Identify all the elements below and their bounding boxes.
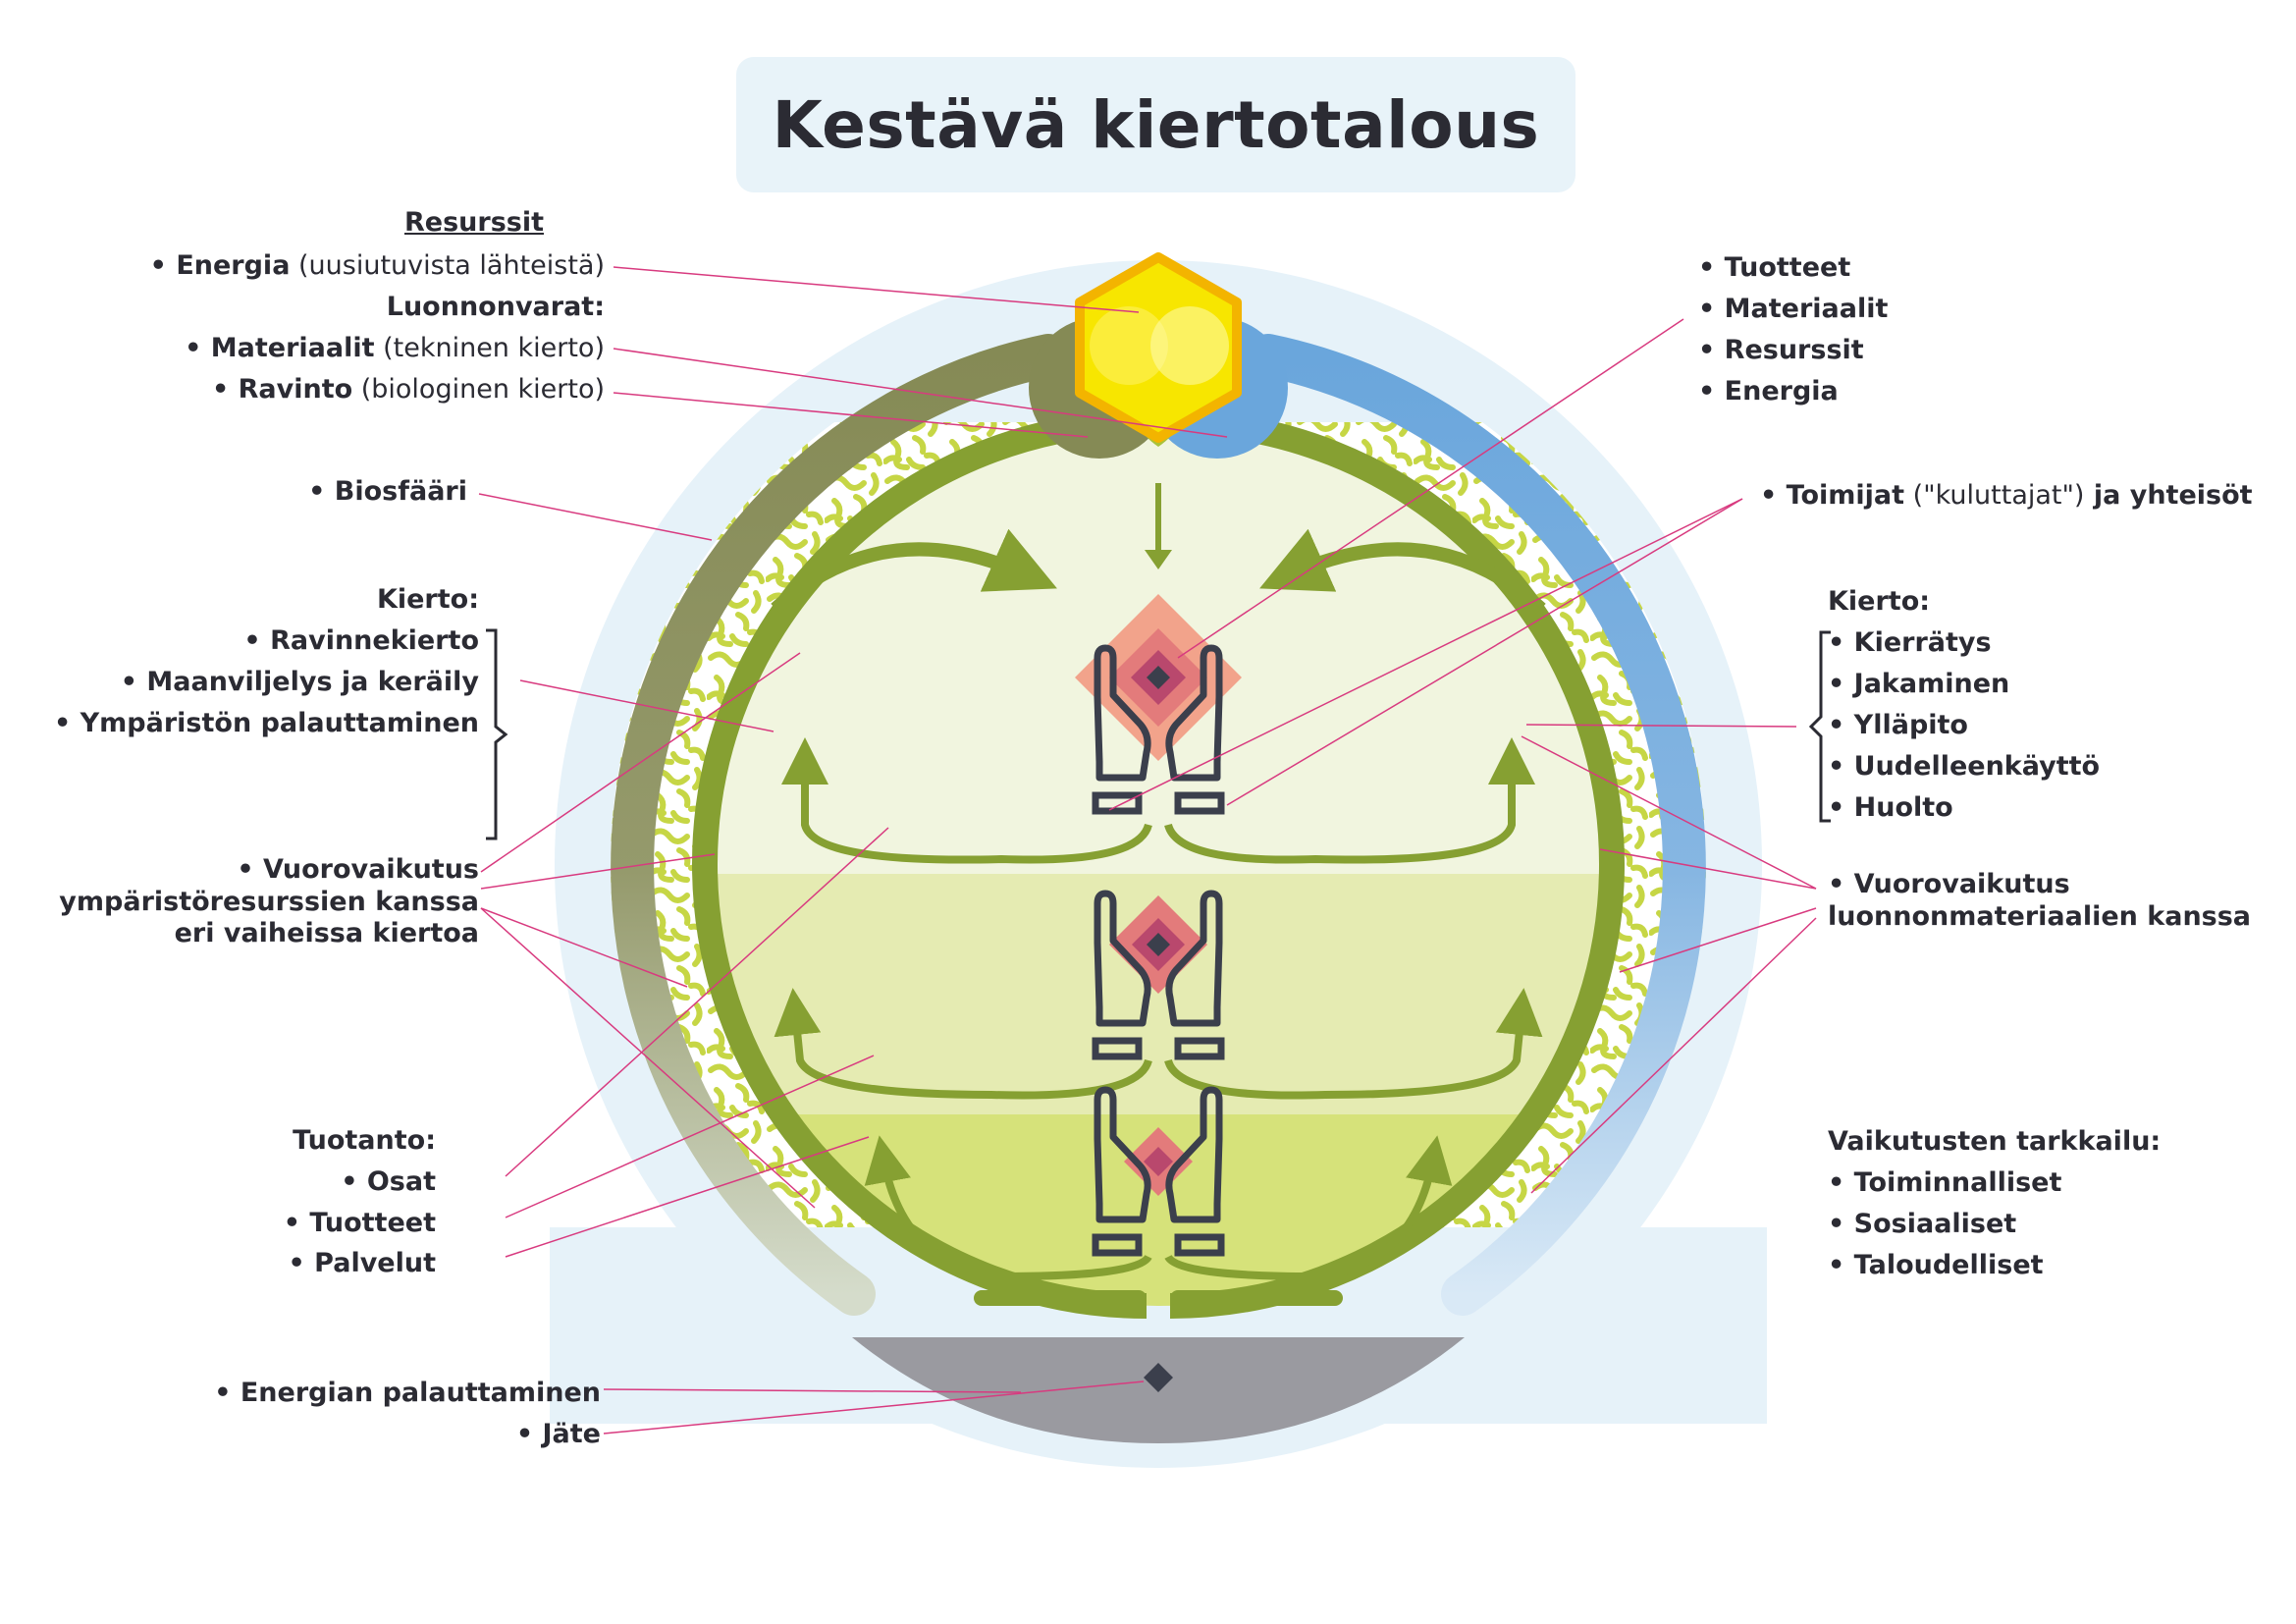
right-cycle-header: Kierto:: [1828, 586, 1931, 617]
energy-label: • Energia (uusiutuvista lähteistä): [149, 250, 605, 281]
left-interaction-line-3: eri vaiheissa kiertoa: [174, 918, 479, 948]
right-cycle-bracket: [1808, 630, 1831, 823]
flow-item-3: • Resurssit: [1698, 335, 1864, 365]
production-item-2: • Tuotteet: [283, 1208, 436, 1238]
right-cycle-item-3: • Ylläpito: [1828, 710, 1968, 740]
monitoring-header: Vaikutusten tarkkailu:: [1828, 1126, 2162, 1157]
right-interaction-line-1: • Vuorovaikutus: [1828, 869, 2070, 899]
diamond-small: [1124, 1127, 1193, 1196]
cycle-arrow-left: [771, 528, 1057, 615]
production-item-3: • Palvelut: [288, 1248, 437, 1278]
resource-flow-arc-right: [1247, 334, 1706, 1316]
production-item-1: • Osat: [341, 1166, 436, 1197]
left-cycle-item-3: • Ympäristön palauttaminen: [53, 708, 479, 738]
waste-diamond: [1144, 1363, 1173, 1392]
actors-label: • Toimijat ("kuluttajat") ja yhteisöt: [1760, 480, 2253, 511]
right-cycle-item-4: • Uudelleenkäyttö: [1828, 751, 2101, 782]
left-interaction-line-2: ympäristöresurssien kanssa: [59, 887, 479, 917]
right-interaction-line-2: luonnonmateriaalien kanssa: [1828, 901, 2252, 932]
left-cycle-bracket: [486, 628, 508, 840]
right-cycle-item-5: • Huolto: [1828, 792, 1953, 823]
flow-item-2: • Materiaalit: [1698, 294, 1889, 324]
materials-label: • Materiaalit (tekninen kierto): [185, 333, 605, 363]
leader-lines: [478, 266, 1817, 1435]
production-header: Tuotanto:: [293, 1125, 436, 1156]
right-cycle-item-1: • Kierrätys: [1828, 627, 1992, 658]
left-cycle-header: Kierto:: [376, 584, 479, 615]
flow-item-1: • Tuotteet: [1698, 252, 1851, 283]
waste-label: • Jäte: [515, 1419, 601, 1449]
left-cycle-item-1: • Ravinnekierto: [243, 625, 479, 656]
monitoring-item-2: • Sosiaaliset: [1828, 1209, 2017, 1239]
resources-header: Resurssit: [403, 207, 544, 238]
right-cycle-item-2: • Jakaminen: [1828, 669, 2010, 699]
food-label: • Ravinto (biologinen kierto): [211, 374, 605, 405]
energy-recovery-label: • Energian palauttaminen: [214, 1378, 601, 1408]
title-box: Kestävä kiertotalous: [736, 57, 1575, 192]
monitoring-item-3: • Taloudelliset: [1828, 1250, 2044, 1280]
cycle-arrow-right: [1259, 528, 1546, 615]
biosphere-label: • Biosfääri: [308, 476, 467, 507]
left-interaction-line-1: • Vuorovaikutus: [237, 854, 479, 885]
natural-resources-header: Luonnonvarat:: [386, 292, 605, 322]
flow-item-4: • Energia: [1698, 376, 1839, 406]
page-title: Kestävä kiertotalous: [772, 86, 1540, 163]
monitoring-item-1: • Toiminnalliset: [1828, 1167, 2062, 1198]
left-cycle-item-2: • Maanviljelys ja keräily: [120, 667, 479, 697]
diamond-medium: [1109, 895, 1207, 994]
diamond-large: [1075, 594, 1242, 761]
